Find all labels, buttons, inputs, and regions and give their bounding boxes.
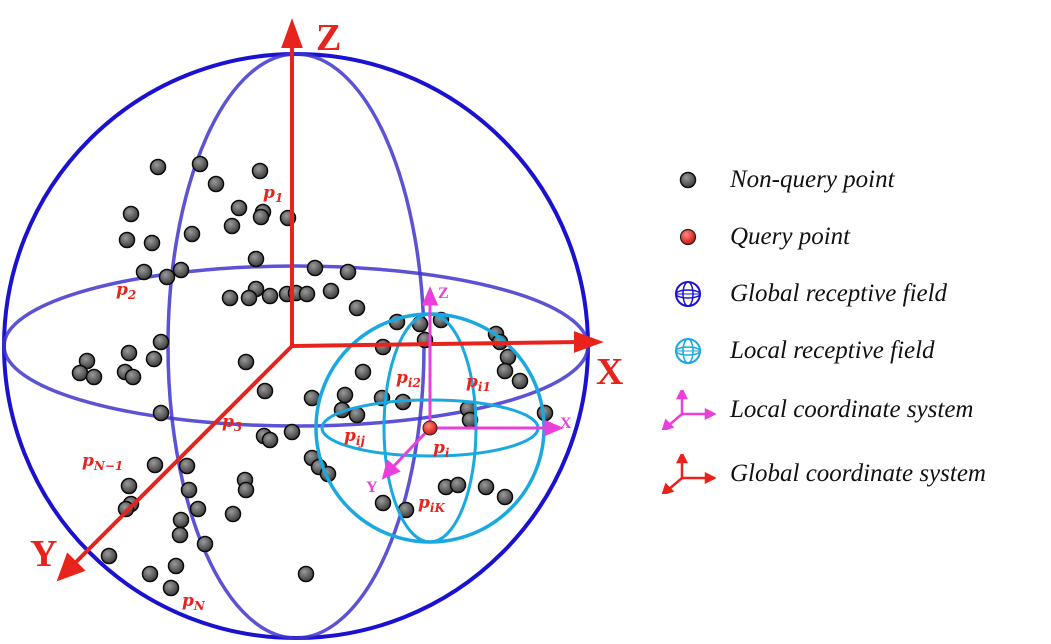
- non-query-point: [283, 423, 301, 441]
- non-query-point: [298, 285, 316, 303]
- local-z-label: Z: [438, 285, 449, 302]
- non-query-point: [117, 500, 135, 518]
- legend-item-global-cs: Global coordinate system: [660, 454, 986, 494]
- local-x-label: X: [560, 415, 572, 432]
- local-coordinate-axes: [381, 286, 564, 480]
- non-query-point: [496, 362, 514, 380]
- global-x-label: X: [596, 351, 623, 393]
- non-query-point: [183, 225, 201, 243]
- non-query-point: [178, 457, 196, 475]
- non-query-point: [240, 289, 258, 307]
- non-query-point: [221, 289, 239, 307]
- svg-text:pN: pN: [182, 591, 206, 613]
- legend-item-query: Query point: [660, 217, 850, 257]
- point-labels: p1 p2 p3 pN−1 pN pi pi1 pi2 pij piK: [82, 183, 491, 613]
- non-query-point: [496, 488, 514, 506]
- legend-label: Global coordinate system: [730, 460, 986, 487]
- non-query-point: [322, 282, 340, 300]
- non-query-point: [336, 386, 354, 404]
- non-query-point: [141, 565, 159, 583]
- svg-text:p3: p3: [222, 412, 242, 434]
- non-query-point: [189, 500, 207, 518]
- non-query-point: [158, 268, 176, 286]
- non-query-point: [251, 162, 269, 180]
- non-query-point: [85, 368, 103, 386]
- svg-text:pi: pi: [433, 438, 450, 460]
- magenta-axes-icon: [660, 390, 716, 430]
- non-query-point: [124, 368, 142, 386]
- non-query-point: [252, 208, 270, 226]
- non-query-point: [449, 476, 467, 494]
- svg-text:pi1: pi1: [466, 372, 491, 394]
- non-query-point: [78, 352, 96, 370]
- non-query-point: [306, 259, 324, 277]
- red-point-icon: [660, 217, 716, 257]
- non-query-point: [191, 155, 209, 173]
- local-y-label: Y: [366, 479, 378, 496]
- non-query-point: [237, 353, 255, 371]
- global-coordinate-axes: [56, 18, 604, 582]
- non-query-point: [237, 481, 255, 499]
- cyan-globe-icon: [660, 331, 716, 371]
- non-query-point: [339, 263, 357, 281]
- non-query-point: [180, 481, 198, 499]
- global-y-label: Y: [30, 533, 57, 575]
- non-query-point: [261, 431, 279, 449]
- non-query-point: [135, 263, 153, 281]
- non-query-point: [207, 175, 225, 193]
- non-query-point: [122, 205, 140, 223]
- non-query-point: [146, 456, 164, 474]
- non-query-point: [118, 231, 136, 249]
- non-query-point: [172, 261, 190, 279]
- gray-point-icon: [660, 160, 716, 200]
- non-query-point: [223, 217, 241, 235]
- non-query-point: [261, 287, 279, 305]
- non-query-point: [152, 404, 170, 422]
- non-query-point: [477, 478, 495, 496]
- non-query-point: [100, 547, 118, 565]
- red-axes-icon: [660, 454, 716, 494]
- legend-label: Global receptive field: [730, 280, 948, 307]
- non-query-point: [167, 557, 185, 575]
- non-query-point: [120, 477, 138, 495]
- legend-label: Query point: [730, 223, 851, 250]
- legend-label: Non-query point: [730, 166, 895, 193]
- non-query-point: [297, 565, 315, 583]
- non-query-point: [374, 338, 392, 356]
- non-query-point: [374, 494, 392, 512]
- svg-text:piK: piK: [418, 493, 445, 515]
- svg-text:pN−1: pN−1: [82, 451, 123, 473]
- non-query-point: [230, 199, 248, 217]
- non-query-point: [145, 350, 163, 368]
- non-query-point: [256, 382, 274, 400]
- non-query-point: [354, 363, 372, 381]
- legend-item-non-query: Non-query point: [660, 160, 895, 200]
- non-query-point: [149, 158, 167, 176]
- legend-item-global-field: Global receptive field: [660, 274, 947, 314]
- non-query-point: [120, 344, 138, 362]
- non-query-point: [348, 299, 366, 317]
- non-query-point: [196, 535, 214, 553]
- non-query-point: [152, 333, 170, 351]
- svg-text:p1: p1: [263, 183, 283, 205]
- non-query-point: [247, 250, 265, 268]
- svg-text:pij: pij: [344, 426, 365, 448]
- legend-item-local-field: Local receptive field: [660, 331, 935, 371]
- global-z-label: Z: [316, 17, 341, 59]
- non-query-point: [71, 364, 89, 382]
- query-point: [422, 420, 438, 436]
- legend-label: Local coordinate system: [730, 396, 974, 423]
- non-query-point: [143, 234, 161, 252]
- svg-text:pi2: pi2: [396, 368, 421, 390]
- non-query-point: [162, 579, 180, 597]
- blue-globe-icon: [660, 274, 716, 314]
- non-query-point: [224, 505, 242, 523]
- legend-label: Local receptive field: [730, 337, 935, 364]
- svg-text:p2: p2: [116, 280, 136, 302]
- non-query-point: [511, 372, 529, 390]
- legend-item-local-cs: Local coordinate system: [660, 390, 973, 430]
- non-query-point: [172, 511, 190, 529]
- non-query-point: [171, 526, 189, 544]
